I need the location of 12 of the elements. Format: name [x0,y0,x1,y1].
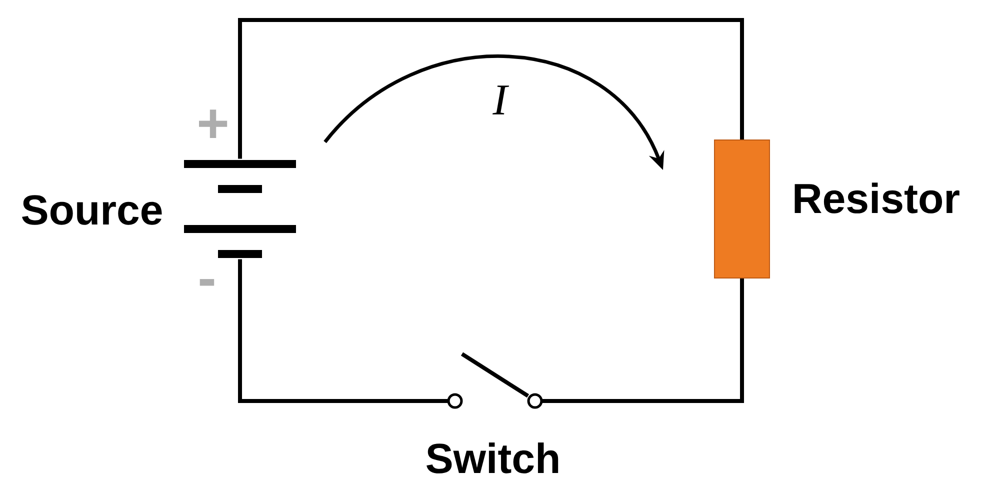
polarity-sign: + [199,110,228,138]
component-label: Switch [426,442,558,474]
switch-symbol [447,352,543,409]
wire [238,259,448,403]
component-label: Source [22,195,162,225]
wire [238,18,744,159]
polarity-sign: - [200,279,214,286]
wire [542,278,744,403]
component-label: Resistor [794,182,960,214]
resistor-symbol [714,140,770,278]
battery-symbol [184,160,296,258]
current-symbol: I [492,86,510,114]
